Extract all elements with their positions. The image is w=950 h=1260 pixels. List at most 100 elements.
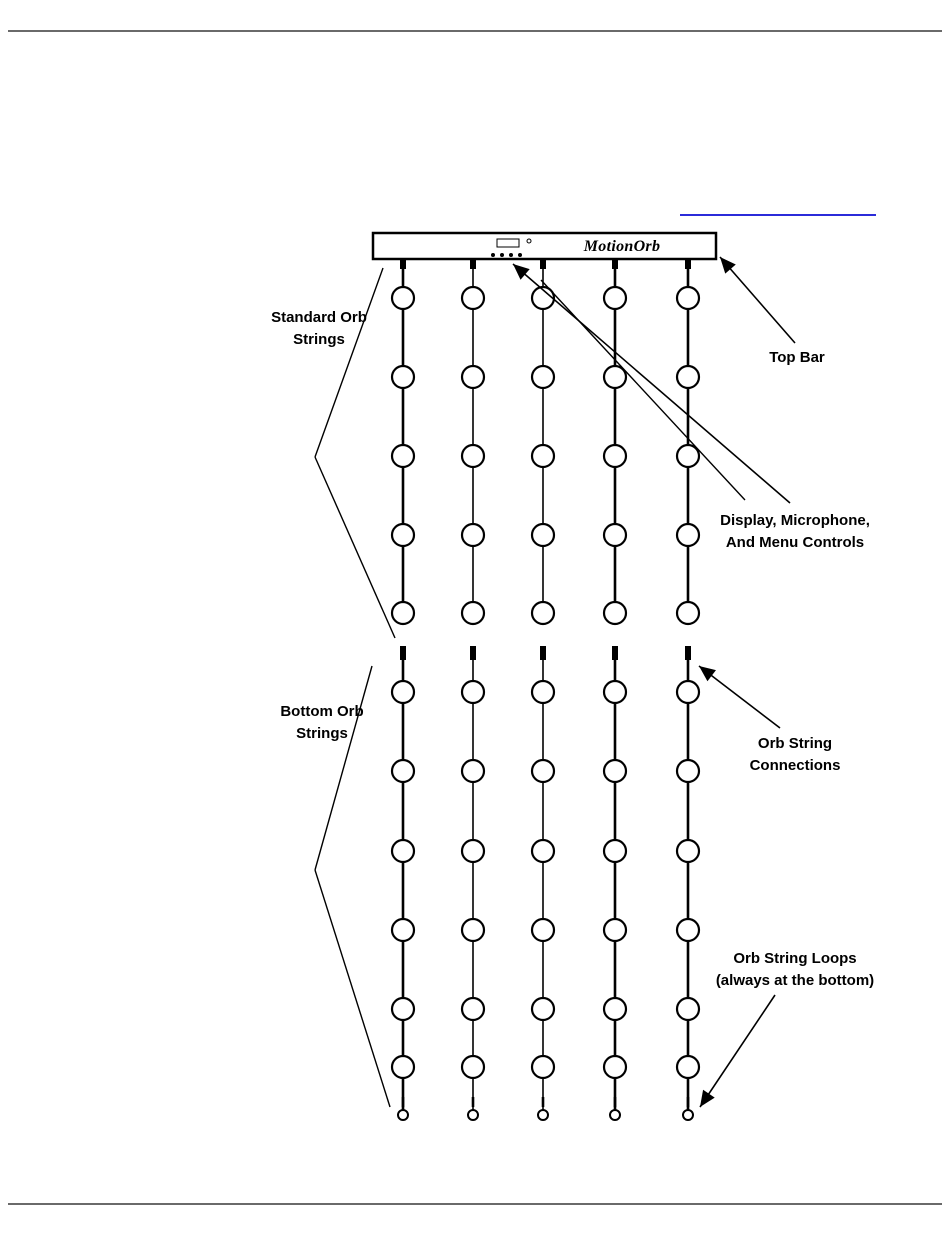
menu-button-icon: [500, 253, 504, 257]
orb: [462, 1056, 484, 1078]
orb: [392, 366, 414, 388]
arrowhead-icon: [720, 257, 736, 274]
label-line: Display, Microphone,: [700, 510, 890, 532]
orb: [462, 840, 484, 862]
orb: [392, 602, 414, 624]
string-loop: [683, 1110, 693, 1120]
label-line: (always at the bottom): [700, 970, 890, 992]
string-connector: [685, 646, 691, 660]
bottom-strings-label: Bottom Orb Strings: [262, 701, 382, 745]
orb: [677, 366, 699, 388]
orb: [677, 760, 699, 782]
orb: [532, 760, 554, 782]
string-loop: [398, 1110, 408, 1120]
orb: [462, 287, 484, 309]
orb: [532, 998, 554, 1020]
orb: [604, 366, 626, 388]
orb: [392, 681, 414, 703]
orb-string: [677, 259, 699, 1120]
loops-label: Orb String Loops (always at the bottom): [700, 948, 890, 992]
orb: [532, 840, 554, 862]
standard-strings-label: Standard Orb Strings: [253, 307, 385, 351]
hanger-clip: [470, 259, 476, 269]
orb: [604, 998, 626, 1020]
orb: [462, 919, 484, 941]
arrow-shaft: [720, 257, 795, 343]
bracket-line: [541, 280, 745, 500]
string-loop: [468, 1110, 478, 1120]
orb: [392, 524, 414, 546]
hanger-clip: [685, 259, 691, 269]
orb: [604, 287, 626, 309]
orb: [392, 287, 414, 309]
menu-button-icon: [518, 253, 522, 257]
hanger-clip: [540, 259, 546, 269]
loops-arrow: [700, 995, 775, 1107]
orb: [677, 919, 699, 941]
string-connector: [400, 646, 406, 660]
connections-arrow: [699, 666, 780, 728]
bracket-line: [315, 666, 372, 870]
arrow-shaft: [700, 995, 775, 1107]
orb: [532, 366, 554, 388]
orb: [462, 366, 484, 388]
orb: [392, 998, 414, 1020]
orb: [604, 524, 626, 546]
orb: [677, 681, 699, 703]
menu-button-icon: [509, 253, 513, 257]
orb: [604, 1056, 626, 1078]
footer-rule: [8, 1203, 942, 1205]
top-bar-label: Top Bar: [752, 347, 842, 369]
orb-string: [392, 259, 414, 1120]
string-connector: [470, 646, 476, 660]
orb-string: [462, 259, 484, 1120]
orb: [532, 681, 554, 703]
orb: [462, 524, 484, 546]
controls-label: Display, Microphone, And Menu Controls: [700, 510, 890, 554]
orb: [604, 445, 626, 467]
orb: [604, 602, 626, 624]
arrow-shaft: [513, 264, 790, 503]
top-bar-arrow: [720, 257, 795, 343]
connections-label: Orb String Connections: [730, 733, 860, 777]
orb: [677, 524, 699, 546]
controls-arrow: [513, 264, 790, 503]
orb: [462, 760, 484, 782]
orb: [462, 681, 484, 703]
orb: [392, 840, 414, 862]
string-loop: [538, 1110, 548, 1120]
string-connector: [612, 646, 618, 660]
orb: [604, 840, 626, 862]
orb: [677, 840, 699, 862]
orb: [604, 681, 626, 703]
orb: [677, 998, 699, 1020]
label-line: Strings: [253, 329, 385, 351]
string-loop: [610, 1110, 620, 1120]
orb-string: [604, 259, 626, 1120]
orb: [462, 998, 484, 1020]
motionorb-logo: MotionOrb: [566, 238, 678, 256]
orb: [392, 1056, 414, 1078]
string-connector: [540, 646, 546, 660]
label-line: Bottom Orb: [262, 701, 382, 723]
orb: [532, 445, 554, 467]
orb-strings: [392, 259, 699, 1120]
orb: [532, 524, 554, 546]
label-line: Orb String Loops: [700, 948, 890, 970]
bracket-line: [315, 870, 390, 1107]
orb: [604, 760, 626, 782]
orb: [677, 602, 699, 624]
hanger-clip: [400, 259, 406, 269]
arrowhead-icon: [699, 666, 716, 681]
hanger-clip: [612, 259, 618, 269]
orb: [392, 760, 414, 782]
label-line: Connections: [730, 755, 860, 777]
label-line: Orb String: [730, 733, 860, 755]
bracket-line: [315, 268, 383, 457]
bracket-line: [315, 457, 395, 638]
orb: [532, 1056, 554, 1078]
arrowhead-icon: [700, 1090, 715, 1107]
orb: [532, 919, 554, 941]
orb: [677, 445, 699, 467]
